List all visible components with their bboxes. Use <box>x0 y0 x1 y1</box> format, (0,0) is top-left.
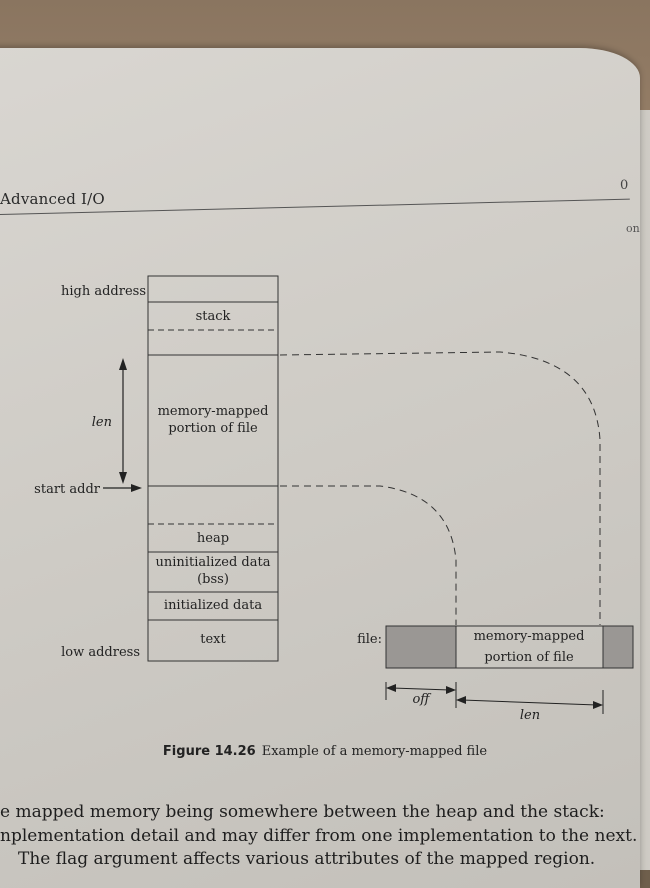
bss-label-line2: (bss) <box>197 572 229 587</box>
body-line-2: nplementation detail and may differ from… <box>0 826 638 846</box>
initialized-label: initialized data <box>164 598 262 613</box>
off-label: off <box>412 692 432 707</box>
body-line-3: The flag argument affects various attrib… <box>18 849 596 869</box>
body-line-1: e mapped memory being somewhere between … <box>0 802 605 822</box>
len-arrow-file <box>461 699 598 706</box>
start-addr-arrow <box>103 484 142 492</box>
len-arrow-memory <box>119 358 127 484</box>
mapping-lines <box>279 351 601 625</box>
text-segment-label: text <box>200 632 226 647</box>
book-page <box>0 48 640 888</box>
file-label: file: <box>357 632 382 647</box>
figure-caption-text: Example of a memory-mapped file <box>261 744 488 759</box>
high-address-label: high address <box>61 284 146 299</box>
heap-label: heap <box>197 531 229 546</box>
file-mapped-label-line1: memory-mapped <box>474 629 585 644</box>
len-label-file: len <box>520 708 540 723</box>
off-arrow <box>391 687 451 691</box>
memory-column-outline <box>147 275 279 662</box>
file-trailing-region <box>602 625 634 669</box>
mapped-label-line2: portion of file <box>168 421 258 436</box>
facing-page-glyph: 0 <box>620 178 629 193</box>
memory-mapped-file-figure: high address low address start addr len … <box>34 275 634 723</box>
running-head: Advanced I/O <box>0 190 105 208</box>
file-bar <box>385 625 634 669</box>
facing-page-text: on <box>626 222 640 235</box>
mapped-label-line1: memory-mapped <box>158 404 269 419</box>
file-mapped-label-line2: portion of file <box>484 650 574 665</box>
len-label-memory: len <box>92 415 112 430</box>
low-address-label: low address <box>61 645 140 660</box>
start-addr-label: start addr <box>34 482 101 497</box>
file-leading-region <box>385 625 457 669</box>
file-dimensions <box>385 682 604 714</box>
figure-number: Figure 14.26 <box>162 744 256 759</box>
memory-layout <box>147 275 279 662</box>
mapping-line-end <box>279 351 601 625</box>
figure-caption: Figure 14.26 Example of a memory-mapped f… <box>0 744 650 759</box>
stack-label: stack <box>196 309 231 324</box>
mapping-line-start <box>280 485 457 625</box>
bss-label-line1: uninitialized data <box>156 555 271 570</box>
